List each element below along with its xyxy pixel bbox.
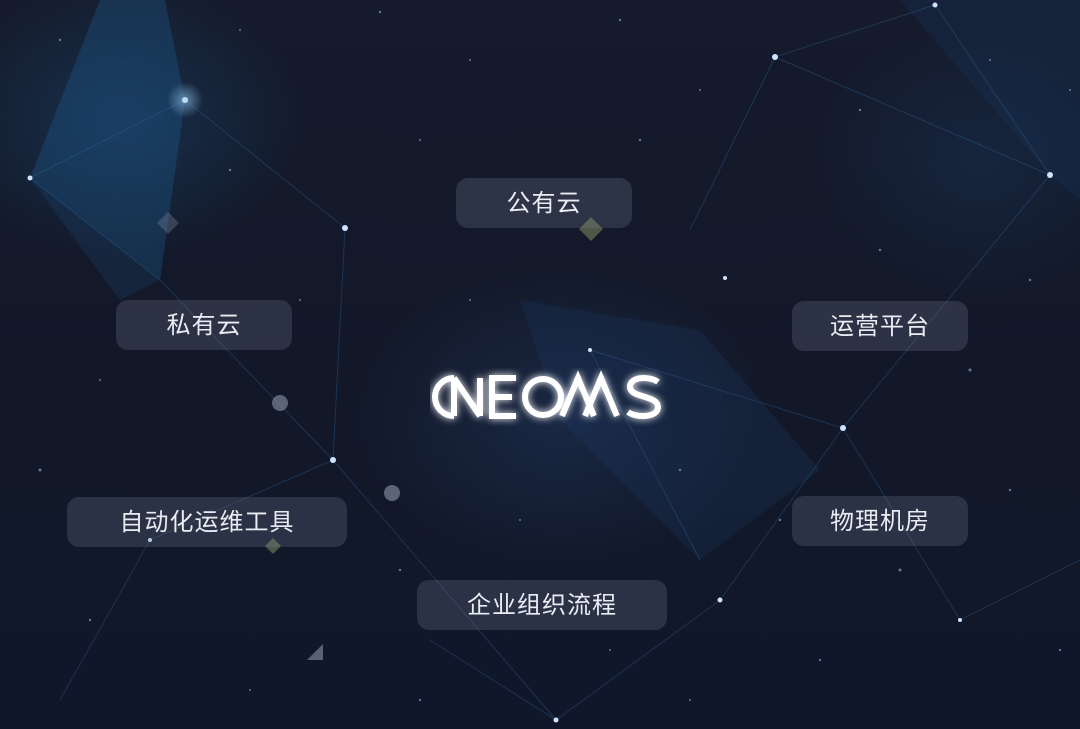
physical-datacenter-pill[interactable]: 物理机房 [792, 496, 968, 546]
oneoaas-logo [432, 370, 662, 419]
enterprise-process-pill[interactable]: 企业组织流程 [417, 580, 667, 630]
public-cloud-pill[interactable]: 公有云 [456, 178, 632, 228]
automation-tools-label: 自动化运维工具 [119, 508, 295, 536]
automation-tools-pill[interactable]: 自动化运维工具 [67, 497, 347, 547]
enterprise-process-label: 企业组织流程 [467, 591, 617, 619]
ops-platform-label: 运营平台 [830, 312, 930, 340]
public-cloud-label: 公有云 [506, 189, 582, 217]
ops-platform-pill[interactable]: 运营平台 [792, 301, 968, 351]
physical-datacenter-label: 物理机房 [830, 507, 930, 535]
private-cloud-pill[interactable]: 私有云 [116, 300, 292, 350]
private-cloud-label: 私有云 [166, 311, 242, 339]
